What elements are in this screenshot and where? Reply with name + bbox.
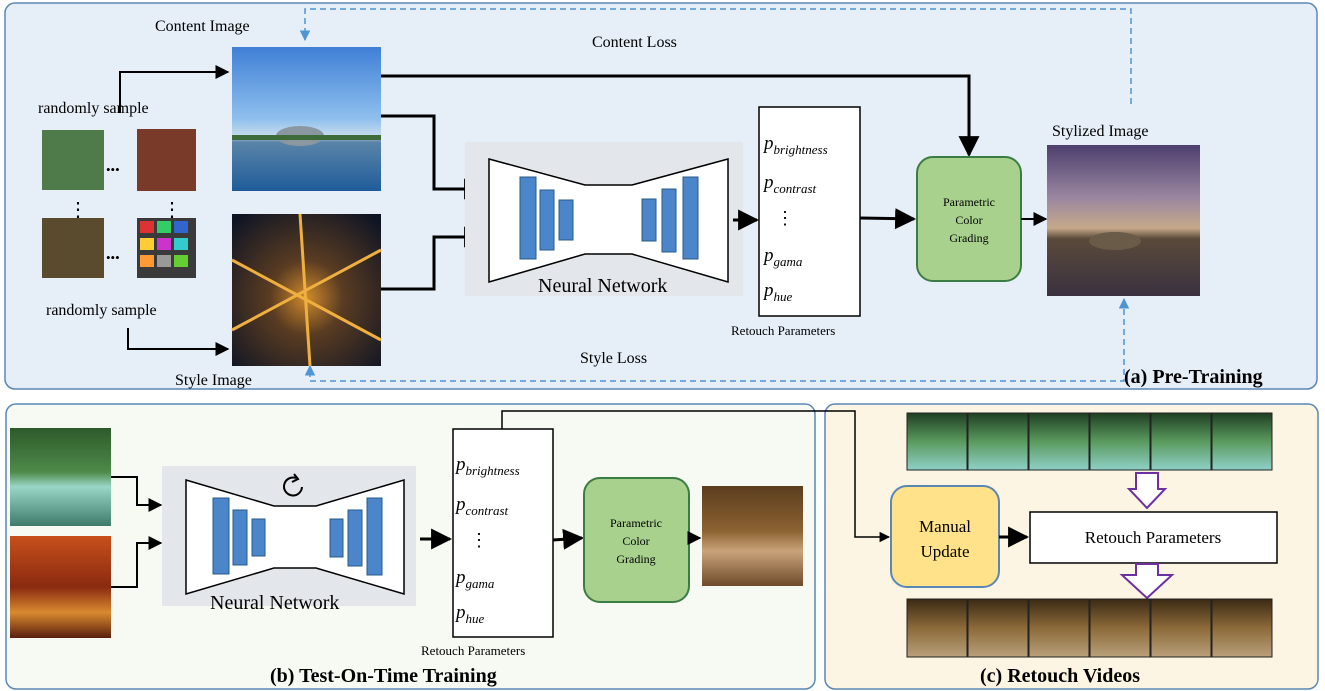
grading-text-b-3: Grading [616,552,655,566]
output-image-b [702,486,803,586]
style-image-label: Style Image [175,372,252,389]
video-frame [1211,412,1273,471]
encoder-layer [251,518,266,557]
retouch-parameters-label-c: Retouch Parameters [1085,528,1221,547]
param-contrast: pcontrast [762,172,817,196]
sample-label-top: randomly sample [38,100,149,117]
dots-horizontal: ••• [106,162,120,177]
param-hue-b: phue [454,602,485,626]
content-to-network-arrow [381,114,486,200]
original-video-frames [906,412,1273,471]
decoder-layer [366,497,383,576]
video-frame [906,598,968,658]
sample-thumbnail [137,129,196,191]
params-b-to-grading-arrow [552,528,585,550]
network-label-b: Neural Network [210,592,339,614]
dots-vertical: ⋮ [68,199,88,221]
grading-text-2: Color [955,213,982,227]
param-brightness-b: pbrightness [454,454,520,478]
param-ellipsis-b: ⋮ [470,530,488,550]
sample-thumbnail [42,218,104,278]
sample-arrow-bottom [127,328,230,356]
panel-b-title: (b) Test-On-Time Training [270,665,497,687]
decoder-layer [682,176,699,260]
decoder-layer [661,188,677,253]
stylized-image-label: Stylized Image [1052,123,1148,140]
sample-arrow-top [119,65,230,113]
grading-text-3: Grading [949,231,988,245]
panel-c-title: (c) Retouch Videos [980,665,1140,687]
river-to-network-arrow [111,476,163,512]
network-label: Neural Network [538,275,667,297]
input-autumn-image [10,536,111,638]
content-image [232,47,381,191]
cycle-arrow-icon [283,473,303,497]
retouched-video-frames [906,598,1273,658]
video-frame [1028,598,1090,658]
decoder-layer [329,518,344,558]
params-to-manual-update-arrow [501,410,891,543]
grading-text-b-2: Color [622,534,649,548]
style-to-network-arrow [381,226,486,291]
video-frame [967,598,1029,658]
style-loss-arrow [304,297,1130,382]
param-brightness: pbrightness [762,133,828,157]
content-to-grading-arrow [381,74,980,158]
param-ellipsis: ⋮ [776,208,794,228]
sample-thumbnail [42,130,104,190]
manual-update-box [890,485,1000,588]
sample-thumbnail [137,218,196,278]
params-caption: Retouch Parameters [731,323,835,338]
param-contrast-b: pcontrast [454,494,509,518]
video-frame [906,412,968,471]
sample-label-bottom: randomly sample [46,302,157,319]
video-frame [1089,598,1151,658]
decoder-layer [347,509,363,567]
hollow-arrow-down-top [1126,472,1168,510]
encoder-layer [558,199,574,241]
encoder-layer [519,176,537,260]
video-frame [1150,412,1212,471]
video-frame [1089,412,1151,471]
input-river-image [10,428,111,526]
manual-update-text-2: Update [920,542,969,561]
grading-text-1: Parametric [943,195,995,209]
content-image-label: Content Image [155,18,250,35]
retouch-parameters-box-c [1029,511,1278,564]
autumn-to-network-arrow [111,536,163,588]
decoder-layer [641,198,657,242]
hollow-arrow-down-bottom [1119,563,1175,600]
manual-update-text-1: Manual [919,517,971,536]
grading-text-b-1: Parametric [610,516,662,530]
style-loss-label: Style Loss [580,350,647,367]
dots-horizontal: ••• [106,250,120,265]
video-frame [1028,412,1090,471]
style-image [231,213,382,367]
param-hue: phue [762,280,793,304]
dots-vertical: ⋮ [162,199,182,221]
video-frame [1150,598,1212,658]
stylized-image [1047,145,1200,296]
params-caption-b: Retouch Parameters [421,643,525,658]
param-gama-b: pgama [454,567,495,591]
encoder-layer [539,189,555,251]
video-frame [1211,598,1273,658]
retouch-parameters-box [758,106,861,317]
param-gama: pgama [762,245,803,269]
retouch-parameters-box-b [452,428,554,638]
video-frame [967,412,1029,471]
content-loss-label: Content Loss [592,34,677,51]
panel-a-title: (a) Pre-Training [1124,366,1263,388]
encoder-layer [212,497,230,575]
encoder-layer [232,509,248,566]
params-to-grading-arrow [859,208,917,230]
